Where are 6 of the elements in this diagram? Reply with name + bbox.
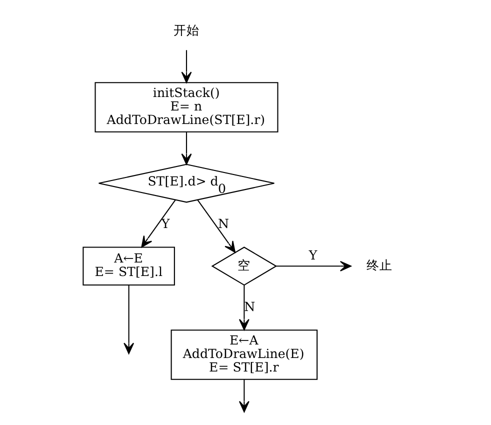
edge-label: N — [218, 216, 229, 231]
node-text: 终止 — [366, 257, 392, 272]
edge-label: N — [244, 298, 256, 314]
node-text: 开始 — [173, 22, 200, 38]
edge-label: Y — [161, 216, 170, 231]
edge-label: Y — [308, 247, 318, 262]
